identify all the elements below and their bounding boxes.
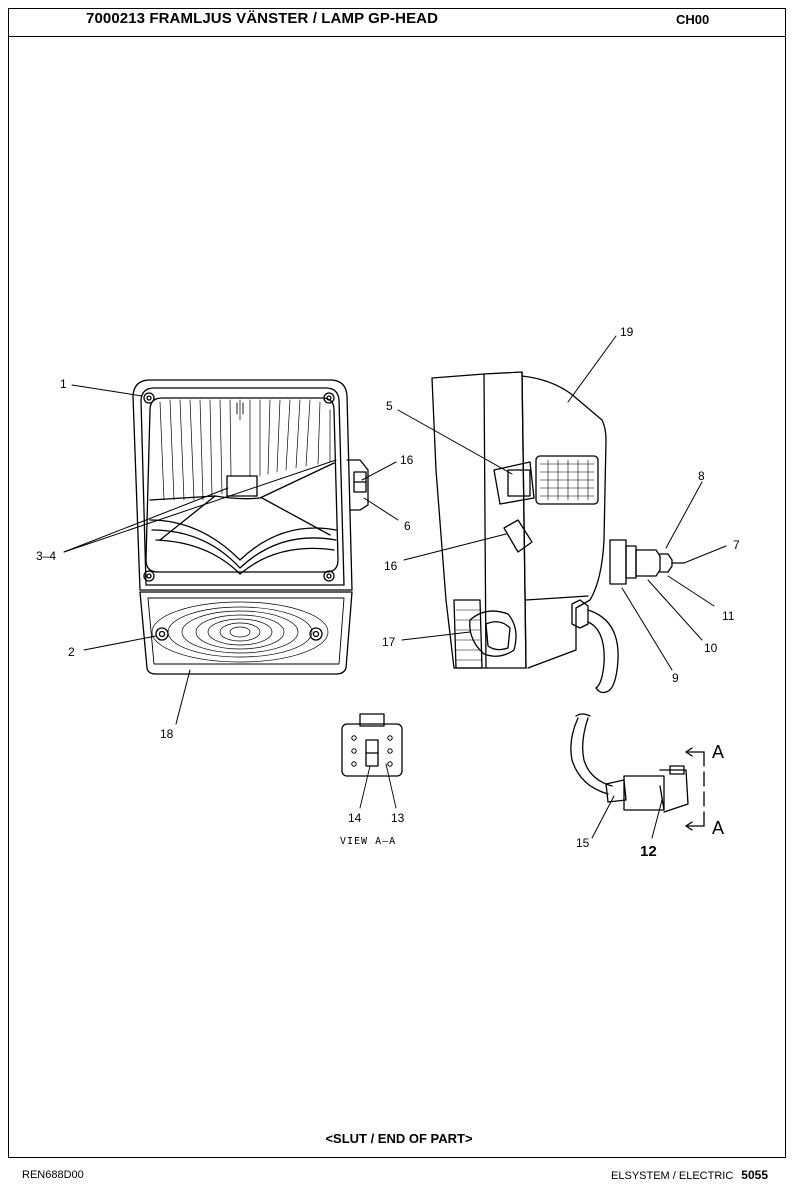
- callout-2: 2: [68, 645, 75, 659]
- callout-7: 7: [733, 538, 740, 552]
- callout-17: 17: [382, 635, 396, 649]
- leader-lines: [63, 335, 727, 839]
- vent-grille: [539, 459, 595, 501]
- callout-3-4: 3–4: [36, 549, 56, 563]
- callout-19: 19: [620, 325, 634, 339]
- document-id: REN688D00: [22, 1169, 84, 1181]
- callout-16-top: 16: [400, 453, 414, 467]
- section-mark-top: A: [712, 742, 724, 762]
- callout-1: 1: [60, 377, 67, 391]
- lens-ribs: [159, 399, 331, 501]
- callout-8: 8: [698, 469, 705, 483]
- callout-18: 18: [160, 727, 174, 741]
- callout-14: 14: [348, 811, 362, 825]
- callout-10: 10: [704, 641, 718, 655]
- lamp-side-view: [431, 371, 685, 694]
- page-frame: [8, 8, 786, 1158]
- page-number: 5055: [741, 1168, 768, 1182]
- callout-labels: 1 2 3–4 5 6 7 8 9 10 11 12 13 14 15 16 1…: [36, 325, 740, 860]
- callout-13: 13: [391, 811, 405, 825]
- lamp-front-view: [132, 379, 369, 675]
- callout-11: 11: [722, 609, 735, 623]
- callout-15: 15: [576, 836, 590, 850]
- callout-6: 6: [404, 519, 411, 533]
- plug-detail: [570, 713, 705, 831]
- indicator-rings: [151, 601, 329, 663]
- callout-16-side: 16: [384, 559, 398, 573]
- connector-view-aa: [341, 713, 403, 809]
- view-aa-label: VIEW A–A: [340, 836, 396, 847]
- end-of-part-note: <SLUT / END OF PART>: [325, 1131, 473, 1146]
- footer-section: ELSYSTEM / ELECTRIC 5055: [611, 1168, 768, 1182]
- section-mark-bottom: A: [712, 818, 724, 838]
- chapter-code: CH00: [676, 12, 710, 27]
- callout-9: 9: [672, 671, 679, 685]
- callout-5: 5: [386, 399, 393, 413]
- page-title: 7000213 FRAMLJUS VÄNSTER / LAMP GP-HEAD: [86, 10, 439, 27]
- callout-12: 12: [640, 843, 657, 860]
- section-name: ELSYSTEM / ELECTRIC: [611, 1170, 734, 1182]
- header-divider: [8, 36, 786, 37]
